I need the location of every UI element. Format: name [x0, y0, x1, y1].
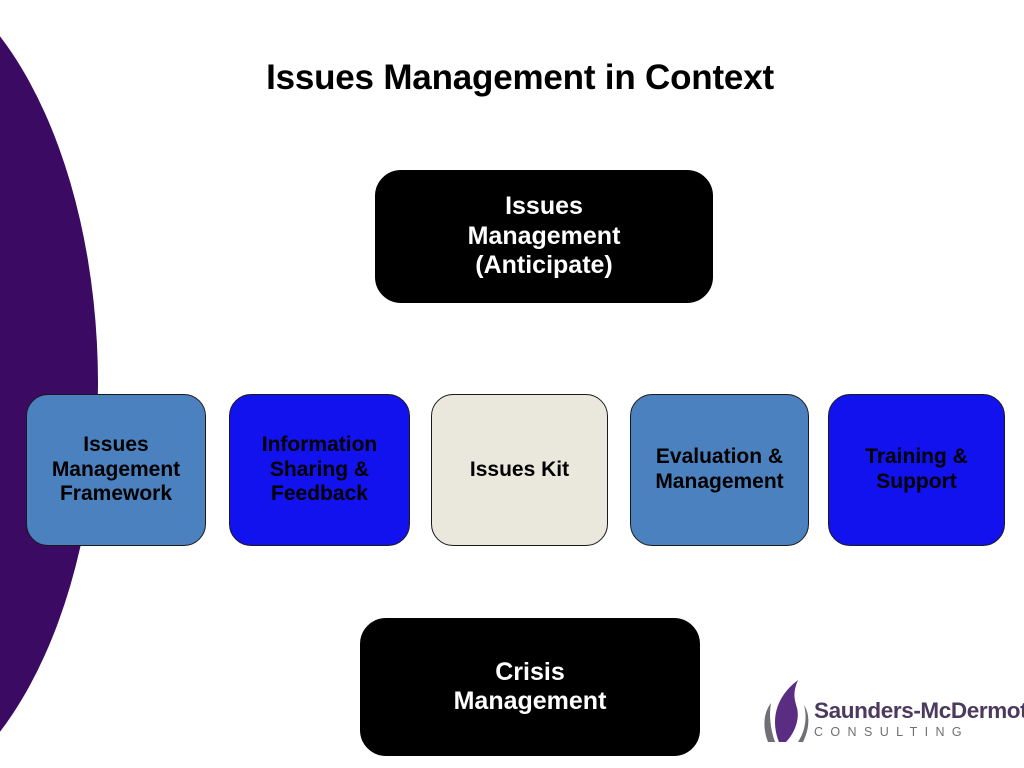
node-text-line-2: Management — [51, 457, 181, 481]
logo-tagline: CONSULTING — [814, 724, 970, 739]
flame-mark-icon — [764, 680, 809, 742]
diagram-node-evaluation-management[interactable]: Evaluation & Management — [630, 394, 809, 546]
diagram-node-crisis-management[interactable]: Crisis Management — [360, 618, 700, 756]
diagram-node-training-support[interactable]: Training & Support — [828, 394, 1005, 546]
node-text-line-1: Issues — [83, 432, 149, 456]
node-text-line-1: Training & — [865, 445, 968, 469]
node-text-line-3: (Anticipate) — [475, 251, 613, 280]
node-text-line-2: Management — [655, 470, 784, 493]
node-text: Information Sharing & Feedback — [262, 433, 378, 507]
decorative-purple-ellipse — [0, 0, 98, 768]
node-text-line-2: Support — [876, 470, 957, 493]
page-title: Issues Management in Context — [266, 58, 774, 97]
node-text: Evaluation & Management — [655, 445, 783, 495]
node-text-line-2: Management — [453, 687, 607, 715]
diagram-node-information-sharing-feedback[interactable]: Information Sharing & Feedback — [229, 394, 410, 546]
node-text-line-1: Issues — [505, 192, 583, 221]
node-text-line-1: Crisis — [495, 657, 565, 686]
node-text-line-3: Framework — [59, 482, 173, 506]
diagram-node-issues-management-framework[interactable]: Issues Management Framework — [26, 394, 206, 546]
node-text: Training & Support — [865, 445, 968, 495]
diagram-node-issues-management[interactable]: Issues Management (Anticipate) — [375, 170, 713, 303]
company-logo: Saunders-McDermott CONSULTING — [758, 678, 1024, 752]
diagram-node-issues-kit[interactable]: Issues Kit — [431, 394, 608, 546]
node-text-line-1: Information — [261, 432, 378, 456]
node-text: Issues Kit — [470, 458, 569, 483]
node-text: Issues Management (Anticipate) — [468, 192, 621, 281]
node-text-line-2: Sharing & — [269, 457, 370, 481]
node-text-line-2: Management — [467, 221, 621, 250]
node-text-line-3: Feedback — [271, 482, 368, 506]
node-text: Issues Management Framework — [52, 433, 180, 507]
logo-company-name: Saunders-McDermott — [814, 698, 1024, 723]
logo-wordmark: Saunders-McDermott CONSULTING — [814, 698, 1024, 739]
node-text-line-1: Evaluation & — [655, 445, 784, 469]
node-text-line-1: Issues Kit — [469, 457, 570, 481]
node-text: Crisis Management — [454, 658, 607, 717]
